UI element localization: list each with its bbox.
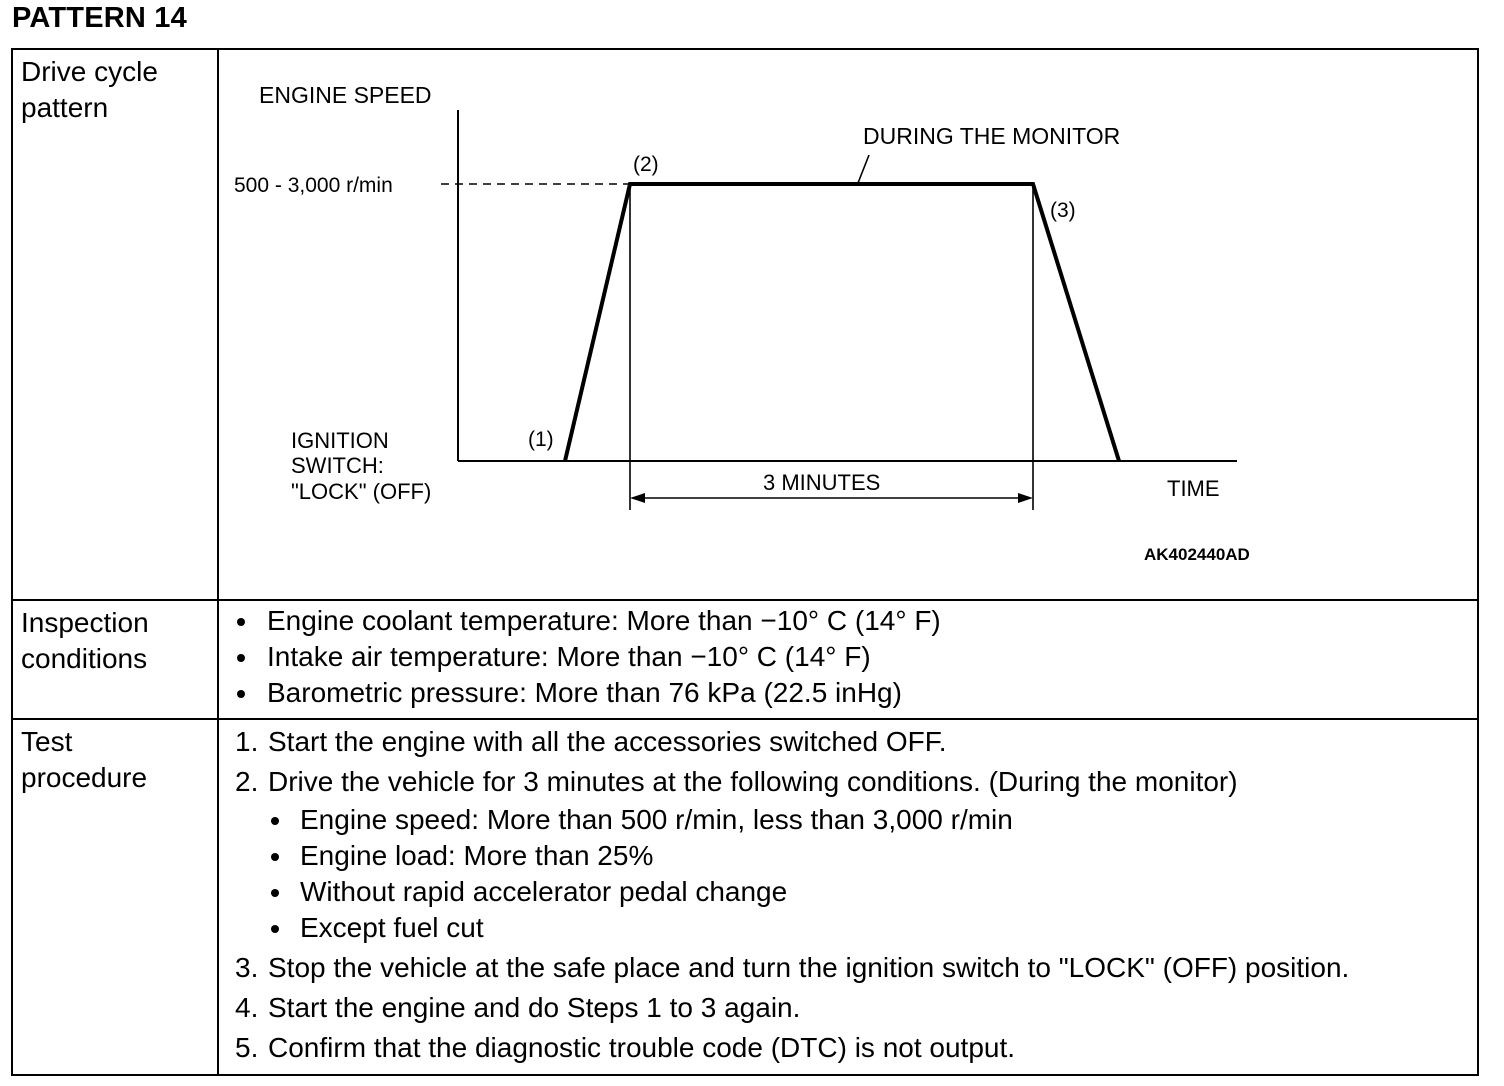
point-2-label: (2) <box>633 153 659 176</box>
speed-range-label: 500 - 3,000 r/min <box>234 174 393 197</box>
step-conditions-list: Engine speed: More than 500 r/min, less … <box>268 802 1349 946</box>
inspection-conditions-row: Inspection conditions Engine coolant tem… <box>13 601 1477 720</box>
list-item: Barometric pressure: More than 76 kPa (2… <box>235 675 941 711</box>
duration-arrow-right-head <box>1018 493 1033 503</box>
ignition-label-line1: IGNITION <box>291 428 389 453</box>
engine-speed-profile <box>563 182 1121 462</box>
figure-code: AK402440AD <box>1144 545 1250 564</box>
step-number: 5. <box>235 1032 259 1063</box>
ignition-label-line3: "LOCK" (OFF) <box>291 479 431 504</box>
procedure-step: 4. Start the engine and do Steps 1 to 3 … <box>235 988 1349 1028</box>
bullet-icon <box>237 654 245 662</box>
bullet-icon <box>271 853 279 861</box>
drive-cycle-table: Drive cycle pattern ENGINE <box>11 48 1479 1076</box>
step-number: 1. <box>235 726 259 757</box>
monitor-label: DURING THE MONITOR <box>863 123 1120 149</box>
step-text: Drive the vehicle for 3 minutes at the f… <box>268 766 1238 797</box>
duration-label: 3 MINUTES <box>763 470 880 495</box>
duration-arrow-left-head <box>630 493 645 503</box>
bullet-icon <box>237 690 245 698</box>
page-title: PATTERN 14 <box>12 2 187 34</box>
step-text: Stop the vehicle at the safe place and t… <box>268 952 1350 983</box>
procedure-step: 1. Start the engine with all the accesso… <box>235 722 1349 762</box>
list-item: Engine load: More than 25% <box>268 838 1349 874</box>
drive-cycle-row: Drive cycle pattern ENGINE <box>13 50 1477 601</box>
test-procedure-steps: 1. Start the engine with all the accesso… <box>235 722 1349 1068</box>
list-item: Intake air temperature: More than −10° C… <box>235 639 941 675</box>
list-item: Engine coolant temperature: More than −1… <box>235 603 941 639</box>
y-axis-label: ENGINE SPEED <box>259 82 432 108</box>
ignition-label-line2: SWITCH: <box>291 453 384 478</box>
procedure-step: 5. Confirm that the diagnostic trouble c… <box>235 1028 1349 1068</box>
inspection-conditions-label: Inspection conditions <box>13 601 219 718</box>
test-procedure-row: Test procedure 1. Start the engine with … <box>13 720 1477 1076</box>
bullet-icon <box>271 889 279 897</box>
procedure-step: 3. Stop the vehicle at the safe place an… <box>235 948 1349 988</box>
inspection-conditions-cell: Engine coolant temperature: More than −1… <box>219 601 1477 718</box>
x-axis-label: TIME <box>1167 476 1220 501</box>
drive-cycle-diagram-cell: ENGINE SPEED 500 - 3,000 r/min DURING TH… <box>219 50 1477 599</box>
step-number: 3. <box>235 952 259 983</box>
list-item: Without rapid accelerator pedal change <box>268 874 1349 910</box>
bullet-icon <box>271 817 279 825</box>
point-3-label: (3) <box>1050 199 1076 222</box>
list-item: Except fuel cut <box>268 910 1349 946</box>
step-text: Start the engine and do Steps 1 to 3 aga… <box>268 992 801 1023</box>
inspection-conditions-list: Engine coolant temperature: More than −1… <box>235 603 941 711</box>
point-1-label: (1) <box>528 428 554 451</box>
bullet-icon <box>237 618 245 626</box>
drive-cycle-diagram: ENGINE SPEED 500 - 3,000 r/min DURING TH… <box>234 82 1250 564</box>
test-procedure-label: Test procedure <box>13 720 219 1076</box>
step-text: Start the engine with all the accessorie… <box>268 726 947 757</box>
procedure-step: 2. Drive the vehicle for 3 minutes at th… <box>235 762 1349 946</box>
list-item: Engine speed: More than 500 r/min, less … <box>268 802 1349 838</box>
bullet-icon <box>271 925 279 933</box>
step-number: 2. <box>235 766 259 797</box>
step-text: Confirm that the diagnostic trouble code… <box>268 1032 1016 1063</box>
monitor-leader-line <box>857 154 870 184</box>
test-procedure-cell: 1. Start the engine with all the accesso… <box>219 720 1477 1076</box>
drive-cycle-label: Drive cycle pattern <box>13 50 219 599</box>
step-number: 4. <box>235 992 259 1023</box>
